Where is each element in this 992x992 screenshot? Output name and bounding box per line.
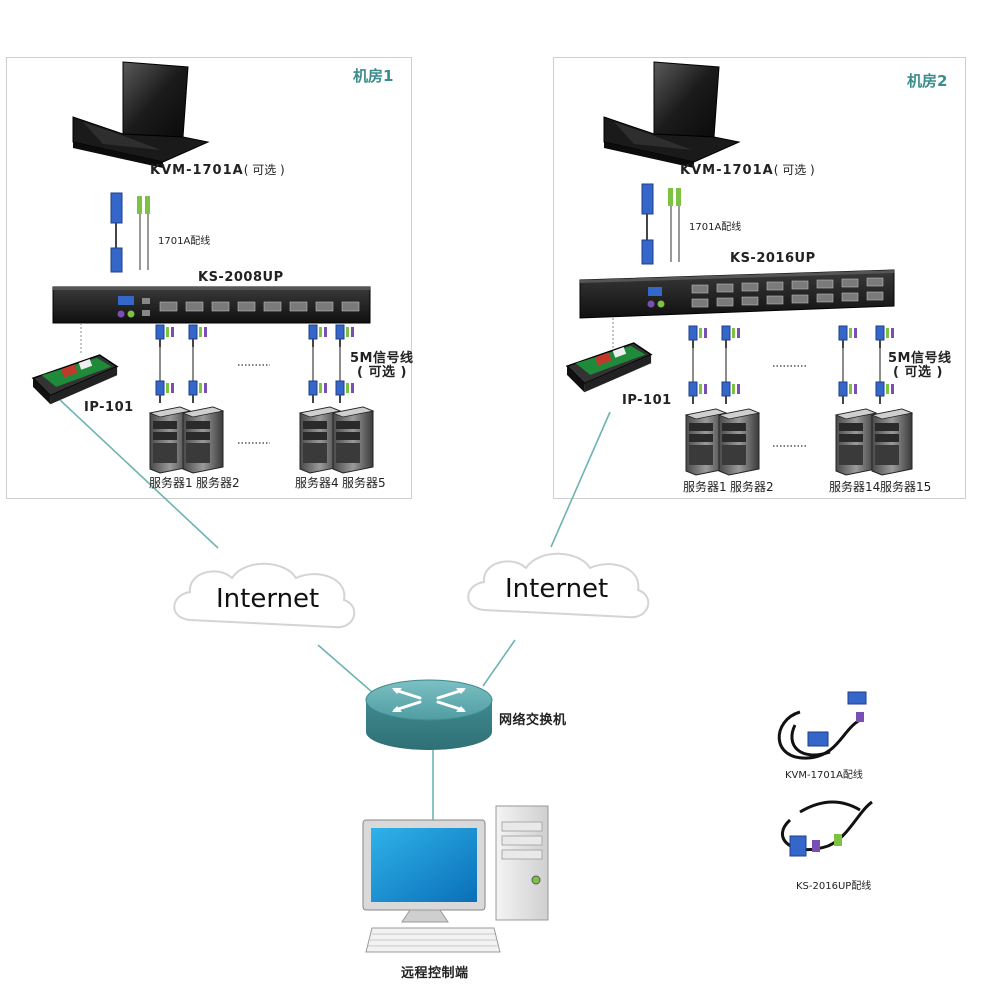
room1-console-optional: ( 可选 ) (243, 163, 285, 177)
room2-cable-icons (688, 325, 895, 405)
room2-console-cable-label: 1701A配线 (689, 222, 742, 233)
room2-ks2016up-icon (579, 269, 895, 319)
accessory-kvm1701a-label: KVM-1701A配线 (785, 770, 863, 781)
room1-server-4-label: 服务器4 (295, 476, 339, 490)
cloud-left-icon (173, 562, 356, 629)
room2-server-2-icon (718, 408, 760, 476)
room1-console-cable-icon (110, 192, 150, 273)
room-1-title: 机房1 (353, 67, 394, 85)
room1-server-1-label: 服务器1 (149, 476, 193, 490)
room2-signal-optional: ( 可选 ) (893, 365, 943, 380)
room1-server-2-icon (182, 406, 224, 474)
room1-server-5-label: 服务器5 (342, 476, 386, 490)
cloud-left-label: Internet (216, 584, 320, 614)
room1-kvm-console-icon (72, 61, 209, 169)
room2-signal-cable-label: 5M信号线 (888, 351, 952, 366)
room2-server-14-label: 服务器14 (829, 480, 881, 494)
accessory-ks2016up-label: KS-2016UP配线 (796, 881, 872, 892)
cloud-right-icon (467, 552, 650, 619)
room2-server-14-icon (835, 408, 877, 476)
accessory-kvm1701a-cable-icon (777, 691, 867, 760)
room2-server-15-label: 服务器15 (880, 480, 932, 494)
room2-console-model: KVM-1701A( 可选 ) (680, 163, 815, 178)
room2-ip101-icon (566, 342, 652, 394)
room2-server-2-label: 服务器2 (730, 480, 774, 494)
room1-signal-optional: ( 可选 ) (357, 365, 407, 380)
room1-ks2008up-icon (52, 286, 371, 324)
room1-cable-icons (155, 324, 355, 404)
remote-terminal-label: 远程控制端 (401, 966, 469, 981)
room-2-title: 机房2 (907, 72, 948, 90)
network-switch-icon (365, 679, 493, 750)
room2-switch-model: KS-2016UP (730, 251, 816, 266)
network-switch-label: 网络交换机 (499, 713, 567, 728)
remote-pc-icon (362, 805, 549, 953)
room1-console-cable-label: 1701A配线 (158, 236, 211, 247)
room1-switch-model: KS-2008UP (198, 270, 284, 285)
room1-server-2-label: 服务器2 (196, 476, 240, 490)
room1-ip-module-label: IP-101 (84, 400, 134, 415)
room2-server-15-icon (871, 408, 913, 476)
network-links (59, 399, 611, 850)
room1-ip101-icon (32, 354, 118, 406)
room1-console-model: KVM-1701A( 可选 ) (150, 163, 285, 178)
room2-kvm-console-icon (603, 61, 740, 169)
room1-signal-cable-label: 5M信号线 (350, 351, 414, 366)
room2-ip-module-label: IP-101 (622, 393, 672, 408)
room2-console-optional: ( 可选 ) (773, 163, 815, 177)
accessory-ks2016up-cable-icon (781, 800, 873, 857)
room1-server-5-icon (332, 406, 374, 474)
room2-server-1-label: 服务器1 (683, 480, 727, 494)
cloud-right-label: Internet (505, 574, 609, 604)
room2-console-cable-icon (641, 183, 681, 265)
